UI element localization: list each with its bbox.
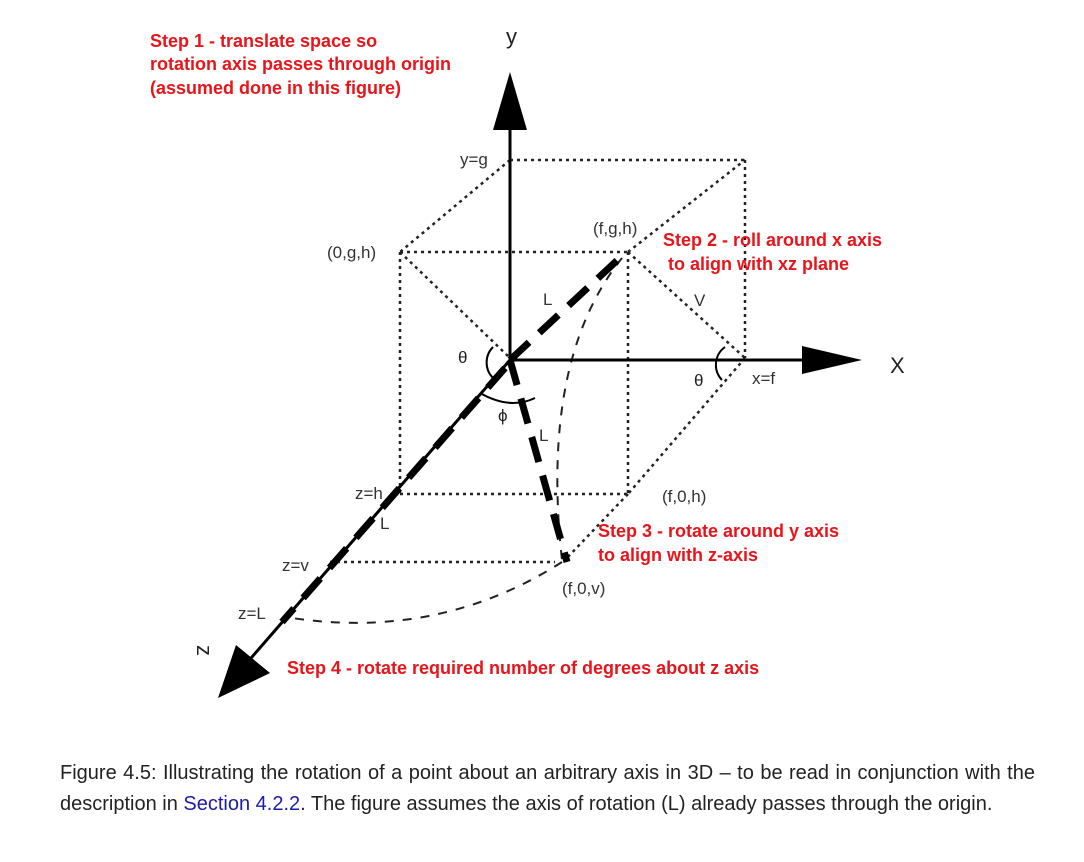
- z-eq-h-label: z=h: [355, 484, 383, 503]
- section-link[interactable]: Section 4.2.2: [183, 793, 301, 815]
- step2-note: Step 2 - roll around x axis to align wit…: [663, 230, 882, 274]
- step1-line3: (assumed done in this figure): [150, 78, 401, 98]
- x-eq-f-label: x=f: [752, 369, 775, 388]
- z-eq-L-label: z=L: [238, 604, 266, 623]
- caption-text-end: . The figure assumes the axis of rotatio…: [300, 793, 993, 815]
- step4-note: Step 4 - rotate required number of degre…: [287, 658, 759, 678]
- angle-arcs: [479, 346, 726, 404]
- y-axis-arrow: [493, 72, 527, 130]
- point-f0v-label: (f,0,v): [562, 579, 605, 598]
- z-axis-label: z: [192, 645, 217, 656]
- dotted-box: [330, 158, 747, 564]
- rotation-axis-lines: [279, 251, 627, 625]
- theta-x-label: θ: [694, 371, 703, 390]
- step1-line1: Step 1 - translate space so: [150, 31, 377, 51]
- rotation-diagram: y X z y=g x=f z=h z=v z=L (0,g,h) (f,g,h…: [150, 24, 905, 698]
- theta-origin-label: θ: [458, 348, 467, 367]
- point-0gh-label: (0,g,h): [327, 243, 376, 262]
- L-upper-label: L: [543, 290, 552, 309]
- y-axis-label: y: [506, 24, 517, 49]
- step2-line1: Step 2 - roll around x axis: [663, 230, 882, 250]
- point-f0h-label: (f,0,h): [662, 487, 706, 506]
- step3-line1: Step 3 - rotate around y axis: [598, 521, 839, 541]
- x-axis-arrow: [802, 346, 862, 374]
- step1-line2: rotation axis passes through origin: [150, 54, 451, 74]
- point-fgh-label: (f,g,h): [593, 219, 637, 238]
- figure-caption: Figure 4.5: Illustrating the rotation of…: [60, 758, 1035, 820]
- step3-note: Step 3 - rotate around y axis to align w…: [598, 521, 839, 565]
- z-axis-arrow: [218, 645, 270, 698]
- y-eq-g-label: y=g: [460, 150, 488, 169]
- caption-text-start: Figure 4.5: Illustrating the rotation of…: [60, 762, 1035, 815]
- z-eq-v-label: z=v: [282, 556, 309, 575]
- step1-note: Step 1 - translate space so rotation axi…: [150, 31, 451, 98]
- L-middle-label: L: [539, 426, 548, 445]
- step3-line2: to align with z-axis: [598, 545, 758, 565]
- V-label: V: [694, 291, 706, 310]
- step2-line2: to align with xz plane: [668, 254, 849, 274]
- dashed-arcs: [291, 257, 623, 624]
- x-axis-label: X: [890, 353, 905, 378]
- phi-label: ϕ: [498, 406, 508, 425]
- L-lower-label: L: [380, 514, 389, 533]
